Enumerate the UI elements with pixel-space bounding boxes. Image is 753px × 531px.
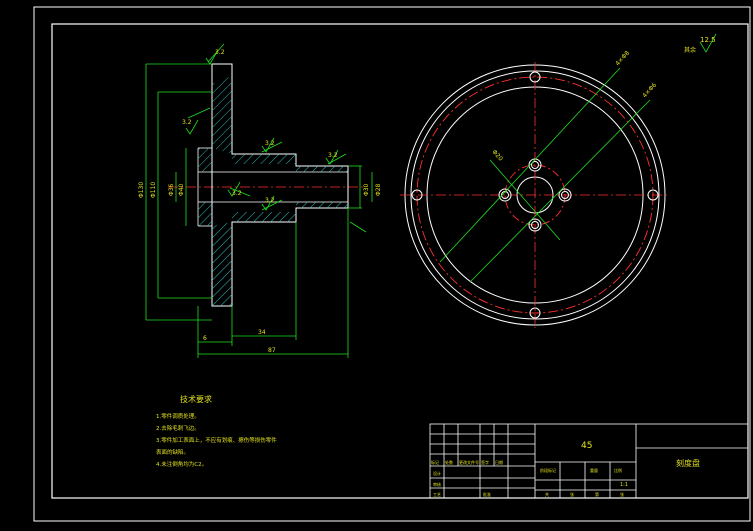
tb-row-2: 审核 bbox=[433, 481, 441, 487]
default-roughness: 12.5 其余 bbox=[684, 33, 717, 54]
rough-mark-5: 3.2 bbox=[328, 152, 338, 159]
rough-mark-2: 3.2 bbox=[182, 119, 192, 126]
rough-mark-6: 3.2 bbox=[232, 190, 242, 197]
tb-header-5: 日期 bbox=[495, 459, 503, 465]
length-dim-3: 87 bbox=[268, 347, 276, 354]
tb-right-3: 比例 bbox=[614, 467, 622, 473]
length-dim-2: 34 bbox=[258, 329, 266, 336]
tb-row-1: 设计 bbox=[433, 470, 441, 476]
inner-border bbox=[51, 23, 749, 499]
tb-right-1: 阶段标记 bbox=[540, 467, 556, 473]
front-view: 4×Φ8 4×Φ6 Φ20 bbox=[400, 50, 670, 328]
callout-1: 4×Φ8 bbox=[614, 50, 631, 68]
dia-label-4: Φ36 bbox=[168, 183, 175, 196]
tb-bottom-4: 张 bbox=[620, 491, 624, 497]
dia-label-5: Φ30 bbox=[363, 183, 370, 196]
dia-label-1: Φ130 bbox=[138, 182, 145, 198]
tb-header-3: 更改文件号 bbox=[459, 459, 479, 465]
dia-label-6: Φ28 bbox=[375, 183, 382, 196]
title-block bbox=[429, 423, 749, 499]
tb-header-4: 签字 bbox=[481, 459, 489, 465]
tb-bottom-1: 共 bbox=[545, 491, 549, 497]
tb-bottom-2: 张 bbox=[570, 491, 574, 497]
tb-right-2: 重量 bbox=[590, 467, 598, 473]
note-line-1: 1.零件调质处理。 bbox=[156, 412, 200, 420]
section-view: 3.2 3.2 3.2 3.2 3.2 3.2 Φ130 Φ110 Φ40 Φ3… bbox=[138, 43, 382, 358]
tb-bottom-3: 第 bbox=[595, 491, 599, 497]
rough-mark-1: 3.2 bbox=[215, 49, 225, 56]
material: 45 bbox=[581, 441, 592, 451]
notes-title: 技术要求 bbox=[180, 394, 212, 404]
dia-label-2: Φ110 bbox=[150, 182, 157, 198]
rough-mark-4: 3.2 bbox=[265, 197, 275, 204]
scale: 1:1 bbox=[620, 482, 628, 488]
tb-row-4: 批准 bbox=[483, 491, 491, 497]
default-roughness-label: 其余 bbox=[684, 46, 696, 54]
tb-header-1: 标记 bbox=[431, 459, 439, 465]
note-line-2: 2.去除毛刺飞边。 bbox=[156, 424, 200, 432]
note-line-3: 3.零件加工表面上，不应有划痕、擦伤等损伤零件 bbox=[156, 436, 277, 444]
length-dim-1: 6 bbox=[203, 335, 207, 342]
tech-notes: 技术要求 1.零件调质处理。 2.去除毛刺飞边。 3.零件加工表面上，不应有划痕… bbox=[156, 394, 277, 468]
note-line-4: 表面的缺陷。 bbox=[156, 448, 189, 456]
callout-2: 4×Φ6 bbox=[641, 82, 658, 100]
dia-label-3: Φ40 bbox=[178, 183, 185, 196]
tb-row-3: 工艺 bbox=[433, 492, 441, 497]
tb-header-2: 处数 bbox=[445, 459, 453, 465]
default-roughness-value: 12.5 bbox=[700, 36, 716, 44]
outer-border bbox=[33, 6, 751, 522]
note-line-5: 4.未注倒角均为C2。 bbox=[156, 460, 207, 468]
callout-3: Φ20 bbox=[491, 149, 505, 163]
part-name: 刻度盘 bbox=[676, 458, 700, 468]
rough-mark-3: 3.2 bbox=[265, 140, 275, 147]
